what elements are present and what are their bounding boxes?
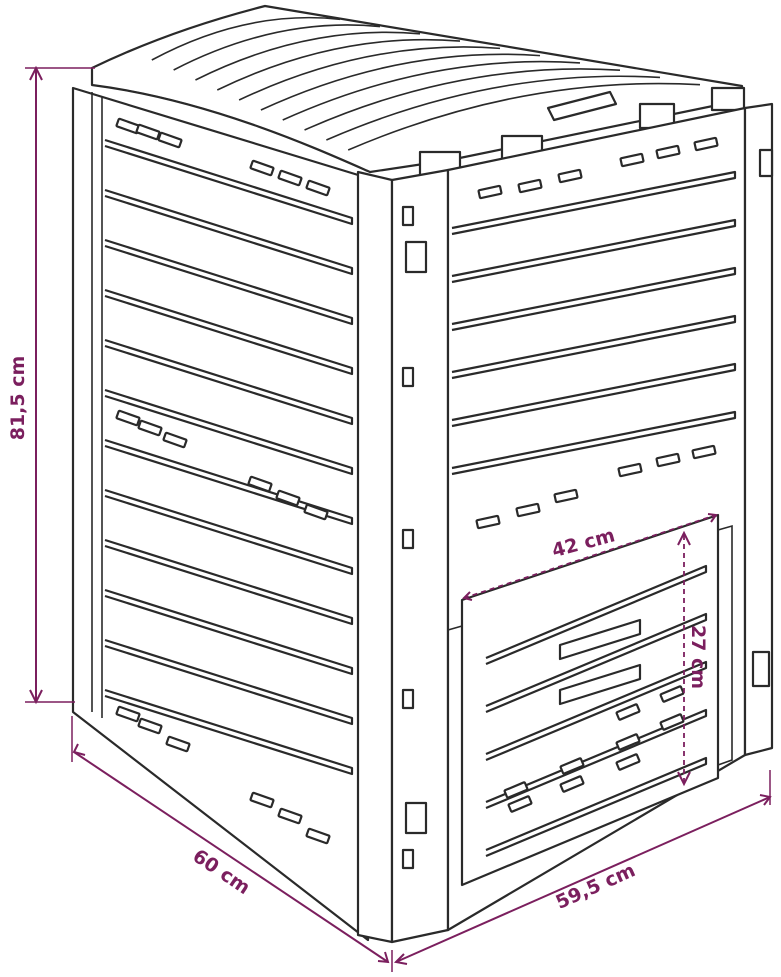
left-slat — [104, 388, 354, 476]
left-slat — [104, 438, 354, 526]
vent-slot — [553, 488, 579, 504]
right-slat — [451, 170, 737, 236]
vent-slot — [617, 462, 643, 478]
vent-slot — [115, 705, 141, 723]
lid-slat — [326, 75, 661, 141]
vent-slot — [137, 717, 163, 735]
vent-slot — [515, 502, 541, 518]
lid-handle — [546, 90, 618, 122]
vent-slot — [137, 419, 163, 437]
vent-slot — [615, 753, 641, 771]
vent-slot — [507, 795, 533, 813]
vent-slot — [659, 713, 685, 731]
bin-hatch-door — [447, 513, 733, 887]
lid-slat — [195, 31, 421, 81]
hatch-slats — [485, 564, 708, 858]
corner-clip-bottom — [404, 801, 428, 835]
bin-left-face — [71, 86, 370, 942]
vent-slot — [165, 735, 191, 753]
depth-label: 60 cm — [189, 845, 254, 899]
hatch-height-label: 27 cm — [687, 625, 709, 689]
left-slat — [104, 688, 354, 776]
right-vent-slots — [475, 136, 719, 530]
vent-slot — [559, 757, 585, 775]
hatch-slat — [485, 708, 708, 810]
vent-slot — [559, 775, 585, 793]
vent-slot — [615, 703, 641, 721]
right-slat-panels — [451, 170, 737, 476]
lid-slat — [173, 24, 381, 71]
left-slat — [104, 588, 354, 676]
lid-slat — [151, 16, 341, 61]
vent-slot — [615, 733, 641, 751]
hatch-vent-slots — [503, 685, 685, 813]
left-slat — [104, 138, 354, 226]
dimension-height: 81,5 cm — [7, 65, 95, 705]
vent-slot — [517, 178, 543, 194]
corner-clip-top — [404, 240, 428, 274]
lid-slat — [216, 38, 461, 91]
lid-slat — [260, 53, 541, 111]
lid-slat — [238, 46, 501, 101]
vent-slot — [691, 444, 717, 460]
left-slat — [104, 288, 354, 376]
vent-slot — [115, 409, 141, 427]
lid-slat — [347, 82, 701, 151]
vent-slot — [277, 169, 303, 187]
vent-slot — [477, 184, 503, 200]
vent-slot — [659, 685, 685, 703]
hatch-handle-top — [558, 618, 642, 661]
lid-latch-corner — [710, 86, 746, 112]
left-slat — [104, 338, 354, 426]
left-slat — [104, 188, 354, 276]
left-vent-slots — [115, 117, 331, 845]
vent-slot — [305, 827, 331, 845]
dimension-hatch-height: 27 cm — [677, 530, 709, 787]
vent-slot — [693, 136, 719, 152]
vent-slot — [303, 503, 329, 521]
hatch-slat — [485, 660, 708, 762]
vent-slot — [162, 431, 188, 449]
lid-slat — [282, 60, 581, 121]
right-slat — [451, 314, 737, 380]
vent-slot — [249, 159, 275, 177]
hatch-slat — [485, 756, 708, 858]
vent-slot — [247, 475, 273, 493]
vent-slot — [305, 179, 331, 197]
hatch-slat — [485, 564, 708, 666]
hatch-handle-bottom — [558, 663, 642, 706]
hatch-slat — [485, 612, 708, 714]
bin-corner-post — [356, 168, 450, 944]
right-edge-post — [743, 102, 774, 757]
lid-slat — [304, 68, 621, 131]
left-slat — [104, 238, 354, 326]
left-slat — [104, 638, 354, 726]
right-clip — [751, 650, 771, 688]
vent-slot — [475, 514, 501, 530]
left-slat — [104, 488, 354, 576]
right-slat — [451, 362, 737, 428]
vent-slot — [619, 152, 645, 168]
vent-slot — [249, 791, 275, 809]
height-label: 81,5 cm — [7, 356, 29, 441]
vent-slot — [277, 807, 303, 825]
right-slat — [451, 410, 737, 476]
vent-slot — [655, 452, 681, 468]
vent-slot — [557, 168, 583, 184]
lid-slats — [151, 16, 701, 151]
right-slat — [451, 218, 737, 284]
vent-slot — [135, 123, 161, 141]
left-slat — [104, 538, 354, 626]
right-slat — [451, 266, 737, 332]
left-slat-panels — [104, 138, 354, 776]
vent-slot — [503, 781, 529, 799]
vent-slot — [157, 131, 183, 149]
vent-slot — [275, 489, 301, 507]
vent-slot — [655, 144, 681, 160]
